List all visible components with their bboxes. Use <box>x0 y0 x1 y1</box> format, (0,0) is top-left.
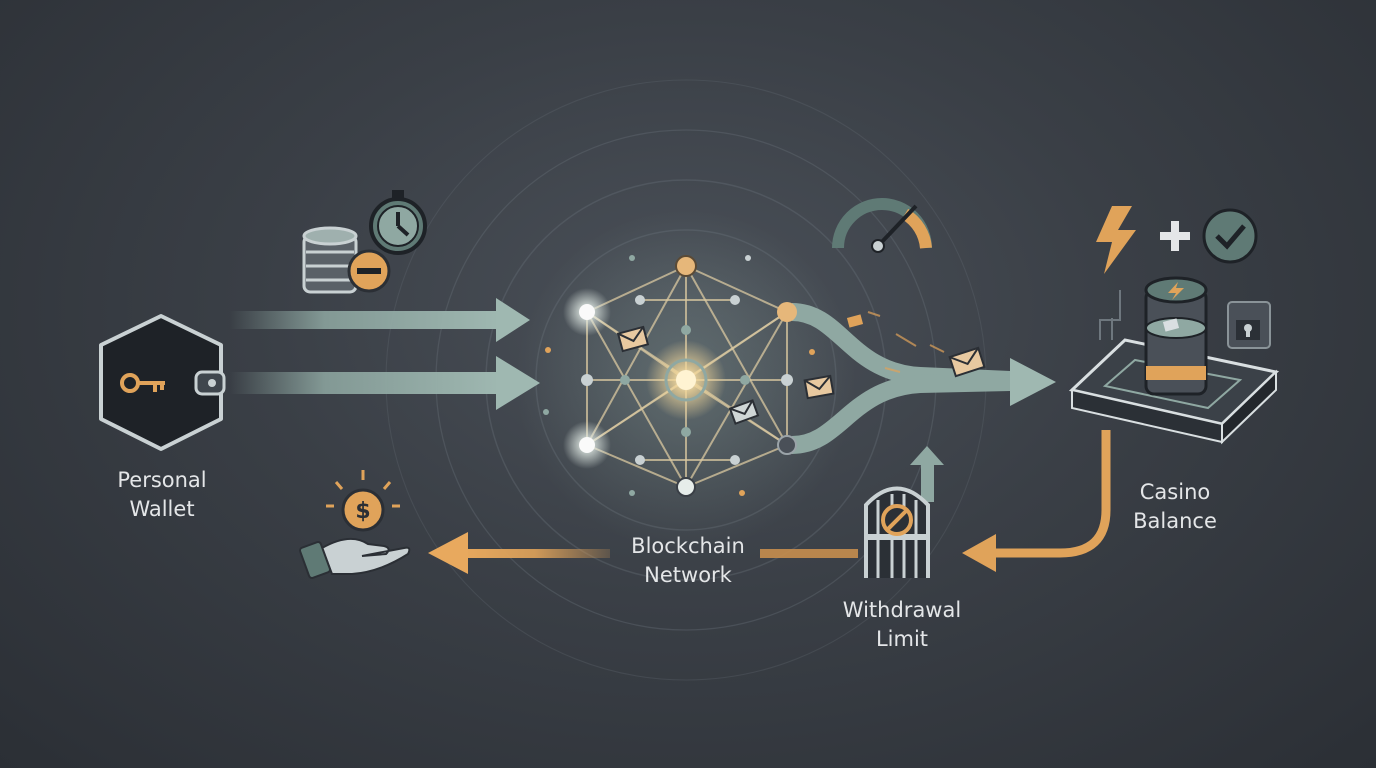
casino-chip-stack <box>1144 276 1208 396</box>
casino-label-line2: Balance <box>1133 509 1217 533</box>
plus-icon <box>1160 221 1190 251</box>
deposit-arrow-bottom <box>230 356 540 410</box>
casino-balance-label: Casino Balance <box>1105 478 1245 536</box>
deposit-arrow-top <box>230 298 530 342</box>
dollar-coin-icon: $ <box>326 470 400 532</box>
motion-streaks <box>867 311 945 373</box>
lightning-icon <box>1096 206 1136 274</box>
withdraw-label-line2: Limit <box>875 627 929 651</box>
check-icon <box>1202 208 1258 264</box>
withdrawal-arrow <box>428 430 1111 574</box>
blockchain-network-label: Blockchain Network <box>608 532 768 590</box>
wallet-label-line1: Personal <box>117 468 207 492</box>
wallet-label-line2: Wallet <box>129 497 195 521</box>
key-icon <box>120 373 165 393</box>
lock-box-icon <box>1227 301 1271 349</box>
casino-label-line1: Casino <box>1139 480 1211 504</box>
svg-text:$: $ <box>355 499 370 524</box>
transfer-arrow-to-casino <box>791 303 1056 454</box>
withdraw-label-line1: Withdrawal <box>842 598 962 622</box>
network-label-line2: Network <box>644 563 732 587</box>
network-nodes <box>543 255 815 497</box>
envelope-icon <box>616 314 986 425</box>
personal-wallet-label: Personal Wallet <box>92 466 232 524</box>
network-label-line1: Blockchain <box>631 534 745 558</box>
personal-wallet-icon <box>99 314 226 451</box>
speedometer-icon <box>832 198 932 253</box>
withdrawal-limit-label: Withdrawal Limit <box>820 596 984 654</box>
bar-chart-lines <box>1099 290 1121 340</box>
no-entry-icon <box>881 504 913 536</box>
stopwatch-icon <box>369 190 427 255</box>
minus-badge-icon <box>347 249 391 293</box>
coin-stack-icon <box>302 226 358 294</box>
open-hand-icon <box>299 537 411 579</box>
